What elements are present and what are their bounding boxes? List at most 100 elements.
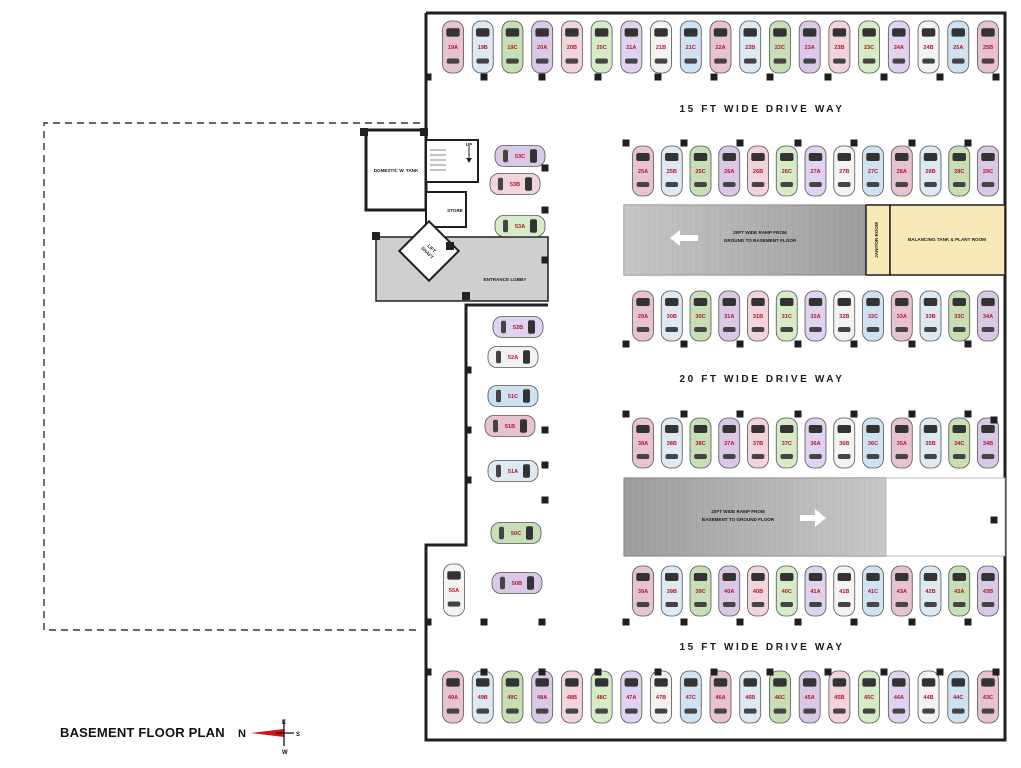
car-windshield [895, 298, 909, 306]
car-windshield [951, 678, 965, 687]
car-rear-window [837, 327, 851, 332]
car-rear-window [780, 182, 794, 187]
car-rear-window [654, 708, 668, 714]
car-rear-window [952, 454, 966, 459]
bay-label: 41A [810, 589, 820, 595]
parking-bay: 53A [494, 215, 546, 237]
compass-south: S [296, 732, 300, 738]
car-windshield [780, 573, 794, 581]
compass-west: W [282, 750, 288, 756]
car-rear-window [780, 327, 794, 332]
car-rear-window [684, 708, 698, 714]
car-rear-window [773, 58, 787, 64]
parking-bay: 39B [660, 565, 683, 617]
driveway-bottom-label: 15 FT WIDE DRIVE WAY [680, 642, 845, 653]
parking-bay: 35B [919, 417, 942, 469]
bay-label: 31C [782, 314, 792, 320]
car-rear-window [496, 464, 501, 478]
parking-bay: 39C [689, 565, 712, 617]
bay-label: 28B [925, 169, 935, 175]
bay-label: 33C [954, 314, 964, 320]
bay-label: 36A [810, 441, 820, 447]
structural-column [680, 410, 688, 418]
parking-bay: 21C [679, 20, 702, 74]
car-windshield [892, 28, 906, 37]
bay-label: 53A [515, 224, 525, 230]
ramp-up-label-2: GROUND TO BASEMENT FLOOR [724, 238, 797, 243]
car-rear-window [862, 708, 876, 714]
car-windshield [862, 678, 876, 687]
car-rear-window [636, 327, 650, 332]
parking-bay: 44A [887, 670, 910, 724]
parking-bay: 23C [858, 20, 881, 74]
parking-bay: 47B [650, 670, 672, 724]
parking-bay: 20C [590, 20, 613, 74]
structural-column [850, 139, 858, 147]
car-rear-window [924, 602, 937, 607]
structural-column [464, 476, 472, 484]
car-windshield [923, 573, 938, 581]
car-windshield [895, 425, 909, 433]
ramp-basement-to-ground [623, 477, 1006, 557]
car-windshield [447, 571, 461, 580]
bay-label: 21B [656, 45, 666, 51]
basement-outer-wall [424, 11, 1007, 742]
car-rear-window [981, 327, 995, 332]
car-windshield [952, 425, 966, 433]
car-rear-window [809, 454, 822, 459]
structural-columns [424, 73, 1000, 676]
structural-column [766, 668, 774, 676]
car-rear-window [773, 708, 787, 714]
car-windshield [837, 153, 851, 161]
bay-label: 50B [512, 581, 522, 587]
parking-bay: 29C [977, 145, 999, 197]
parking-bay: 27B [833, 145, 856, 197]
parking-bay: 36C [862, 417, 884, 469]
service-core [360, 128, 549, 302]
car-windshield [530, 149, 537, 163]
structural-column [680, 618, 688, 626]
car-windshield [446, 678, 460, 687]
car-windshield [832, 678, 847, 687]
structural-column [850, 618, 858, 626]
bay-label: 37A [724, 441, 734, 447]
bay-label: 41B [839, 589, 849, 595]
car-windshield [802, 28, 817, 37]
bay-label: 49A [448, 695, 458, 701]
parking-bay: 48A [531, 670, 554, 724]
parking-bay: 43C [977, 670, 999, 724]
parking-bay: 46A [709, 670, 732, 724]
car-windshield [693, 153, 708, 161]
north-arrow-icon [251, 729, 284, 737]
bay-label: 23A [805, 45, 815, 51]
bay-label: 32C [868, 314, 878, 320]
car-rear-window [862, 58, 876, 64]
structural-column [908, 340, 916, 348]
structural-column [594, 73, 602, 81]
parking-bay: 53B [489, 173, 541, 195]
bay-label: 53B [510, 182, 520, 188]
bay-label: 46B [745, 695, 755, 701]
structural-column [908, 410, 916, 418]
car-windshield [981, 678, 995, 687]
parking-bay: 40C [775, 565, 798, 617]
car-rear-window [866, 182, 880, 187]
bay-label: 37C [782, 441, 792, 447]
parking-bay: 26C [775, 145, 798, 197]
car-rear-window [506, 708, 519, 714]
parking-bay: 32C [862, 290, 884, 342]
parking-bay: 25B [660, 145, 683, 197]
bay-label: 38B [667, 441, 677, 447]
parking-bay: 25A [947, 20, 970, 74]
structural-column [736, 340, 744, 348]
car-windshield [565, 28, 579, 37]
car-windshield [802, 678, 817, 687]
car-rear-window [535, 708, 549, 714]
parking-bay: 41B [833, 565, 856, 617]
parking-bay: 31C [775, 290, 798, 342]
car-windshield [684, 28, 698, 37]
structural-column [794, 340, 802, 348]
ramp-down-label-2: BASEMENT TO GROUND FLOOR [702, 517, 775, 522]
driveway-top-label: 15 FT WIDE DRIVE WAY [680, 104, 845, 115]
car-rear-window [866, 454, 880, 459]
